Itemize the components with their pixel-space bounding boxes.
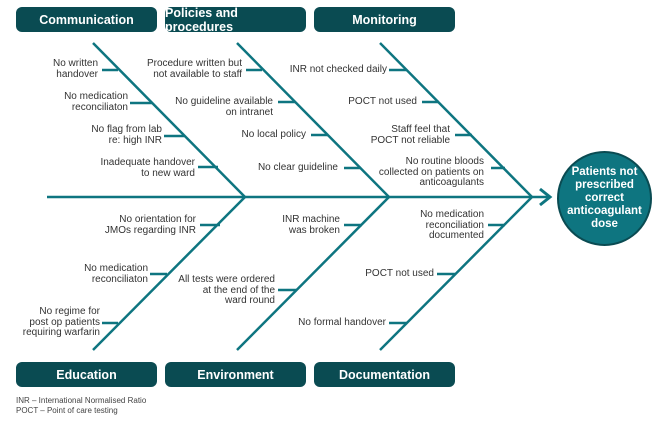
category-environment: Environment [165, 362, 306, 387]
footnote-inr: INR – International Normalised Ratio [16, 396, 147, 405]
bone-education [92, 196, 246, 351]
category-documentation: Documentation [314, 362, 455, 387]
cause-label: INR not checked daily [289, 64, 387, 75]
cause-label: No formal handover [298, 317, 386, 328]
effect-label: Patients not prescribed correct anticoag… [567, 166, 642, 230]
cause-label: POCT not used [348, 96, 417, 107]
spine-arrowhead [539, 187, 553, 207]
category-monitoring: Monitoring [314, 7, 455, 32]
effect-circle: Patients not prescribed correct anticoag… [557, 151, 652, 246]
bone-environment [236, 196, 390, 351]
bone-policies [236, 42, 390, 198]
cause-label: POCT not used [365, 268, 434, 279]
cause-label: No clear guideline [257, 162, 338, 173]
category-communication: Communication [16, 7, 157, 32]
footnote-poct: POCT – Point of care testing [16, 406, 118, 415]
bone-monitoring [379, 42, 533, 198]
bone-communication [92, 42, 246, 198]
category-policies: Policies and procedures [165, 6, 306, 34]
bone-documentation [379, 196, 533, 351]
category-education: Education [16, 362, 157, 387]
cause-label: No local policy [241, 129, 306, 140]
